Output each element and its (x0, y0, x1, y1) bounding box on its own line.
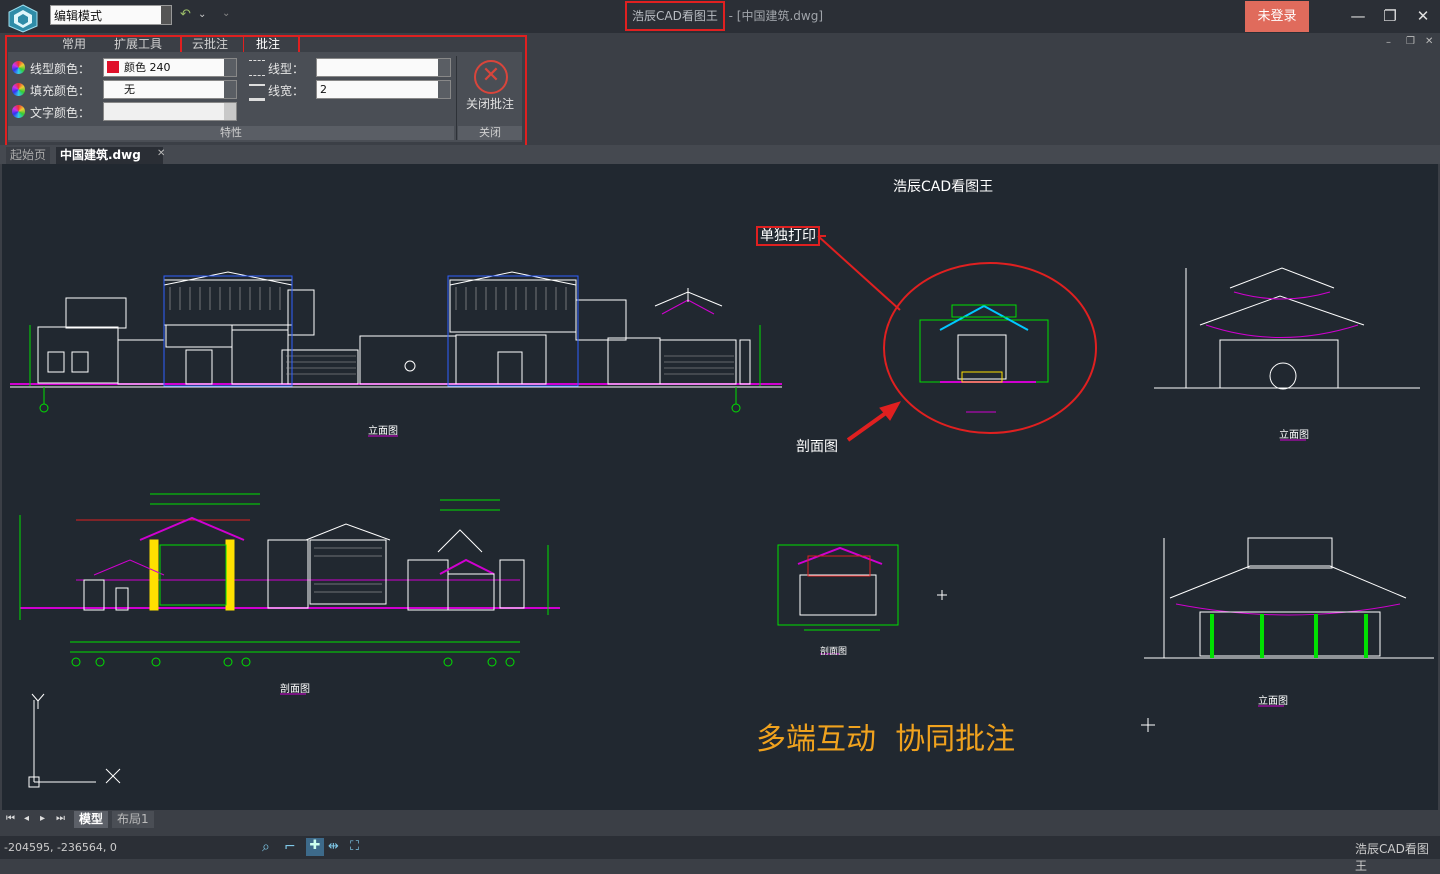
cad-drawing (10, 235, 1434, 788)
title-app-name: 浩辰CAD看图王 (625, 1, 725, 31)
coordinates-readout: -204595, -236564, 0 (4, 841, 117, 854)
window-title: 浩辰CAD看图王 - [中国建筑.dwg] (625, 1, 925, 31)
linewidth-label: 线宽： (268, 84, 305, 98)
close-circle-icon: ✕ (474, 60, 508, 94)
linetype-label: 线型： (268, 62, 305, 76)
tab-cloud-annotation[interactable]: 云批注 (192, 37, 229, 51)
title-document: - [中国建筑.dwg] (724, 9, 824, 23)
linewidth-select[interactable]: 2 (316, 80, 451, 99)
mode-select-value: 编辑模式 (54, 9, 103, 23)
annotation-ribbon-highlight (5, 35, 527, 147)
mode-select[interactable]: 编辑模式 (50, 5, 172, 25)
line-color-value: 颜色 240 (124, 61, 171, 74)
group-properties-label: 特性 (8, 126, 454, 140)
tab-layout1[interactable]: 布局1 (112, 811, 154, 828)
pagoda-elevation-2 (1141, 537, 1434, 732)
chevron-down-icon (438, 59, 450, 76)
color-swatch (107, 61, 119, 73)
line-color-select[interactable]: 颜色 240 (103, 58, 237, 77)
color-wheel-icon (12, 83, 25, 96)
group-divider (456, 56, 457, 140)
linewidth-value: 2 (320, 83, 327, 96)
status-bar: -204595, -236564, 0 ⌕ ⌐ ✚ ⇹ ⛶ 浩辰CAD看图王 (0, 836, 1440, 873)
tab-document-label: 中国建筑.dwg (60, 148, 141, 162)
elevation-drawing-1 (10, 271, 782, 437)
fill-color-label: 填充颜色： (30, 84, 91, 98)
text-color-select[interactable] (103, 102, 237, 121)
ucs-icon (28, 693, 121, 788)
tab-start-page[interactable]: 起始页 (6, 147, 51, 164)
linewidth-icon (249, 84, 265, 101)
slogan-text: 多端互动 协同批注 (756, 722, 1016, 757)
linetype-icon (249, 60, 265, 76)
tab-document[interactable]: 中国建筑.dwg (56, 147, 163, 164)
login-button[interactable]: 未登录 (1245, 1, 1309, 32)
next-layout-icon[interactable]: ▸ (40, 813, 46, 824)
close-annotation-button[interactable]: ✕ 关闭批注 (460, 58, 520, 124)
ortho-icon[interactable]: ⇹ (328, 839, 339, 854)
chevron-down-icon (224, 59, 236, 76)
close-icon[interactable]: ✕ (1416, 7, 1430, 25)
chevron-down-icon (438, 81, 450, 98)
chevron-down-icon[interactable]: ⌄ (198, 9, 207, 20)
undo-icon[interactable]: ↶ (180, 7, 191, 22)
snap-icon[interactable]: ✚ (306, 838, 324, 856)
linetype-select[interactable] (316, 58, 451, 77)
pagoda-elevation-1 (1154, 267, 1420, 441)
prev-layout-icon[interactable]: ◂ (24, 813, 30, 824)
color-wheel-icon (12, 105, 25, 118)
zoom-icon[interactable]: ⌕ (262, 839, 270, 855)
drawing-title: 浩辰CAD看图王 (893, 179, 994, 195)
elevation-label-1: 立面图 (368, 426, 398, 437)
ribbon-close-icon[interactable]: ✕ (1425, 36, 1434, 47)
small-section-label: 剖面图 (820, 647, 848, 657)
app-logo-icon[interactable] (6, 3, 40, 33)
small-section-drawing (777, 544, 947, 655)
redo-icon[interactable]: ⌄ (222, 8, 231, 19)
polyline-icon[interactable]: ⌐ (284, 839, 296, 855)
first-layout-icon[interactable]: ⏮ (6, 813, 15, 824)
elevation-label-3: 立面图 (1258, 696, 1288, 707)
last-layout-icon[interactable]: ⏭ (56, 813, 65, 824)
layout-bar: ⏮ ◂ ▸ ⏭ 模型 布局1 (0, 810, 1440, 830)
section-drawing-1 (19, 493, 560, 695)
title-bar: 编辑模式 ↶ ⌄ ⌄ 浩辰CAD看图王 - [中国建筑.dwg] 未登录 — ❐… (0, 0, 1440, 33)
line-color-label: 线型颜色： (30, 62, 91, 76)
section-annotation: 剖面图 (796, 439, 838, 455)
chevron-down-icon (161, 6, 171, 24)
chevron-down-icon (224, 81, 236, 98)
tab-model[interactable]: 模型 (74, 811, 109, 828)
minimize-icon[interactable]: — (1350, 7, 1366, 25)
tab-close-icon[interactable]: ✕ (157, 148, 166, 159)
circled-section-drawing (817, 235, 1097, 442)
chevron-down-icon (224, 103, 236, 120)
tab-divider (243, 35, 244, 52)
fill-color-select[interactable]: 无 (103, 80, 237, 99)
tab-annotation[interactable]: 批注 (256, 37, 281, 51)
tab-common[interactable]: 常用 (62, 37, 87, 51)
section-label-1: 剖面图 (280, 684, 310, 695)
color-wheel-icon (12, 61, 25, 74)
elevation-label-2: 立面图 (1279, 430, 1309, 441)
restore-icon[interactable]: ❐ (1383, 7, 1397, 25)
tab-extension-tools[interactable]: 扩展工具 (114, 37, 163, 51)
document-tabs: 起始页 中国建筑.dwg ✕ (0, 145, 1440, 164)
ribbon-restore-icon[interactable]: ❐ (1406, 36, 1415, 47)
drawing-canvas[interactable]: 浩辰CAD看图王 单独打印 剖面图 多端互动 协同批注 立面图 剖面图 立面图 … (2, 164, 1438, 810)
ribbon-minimize-icon[interactable]: – (1386, 37, 1391, 48)
group-close-label: 关闭 (458, 126, 522, 140)
status-app-name: 浩辰CAD看图王 (1355, 842, 1429, 873)
single-print-annotation: 单独打印 (756, 226, 820, 246)
close-annotation-label: 关闭批注 (465, 97, 514, 111)
text-color-label: 文字颜色： (30, 106, 91, 120)
fullscreen-icon[interactable]: ⛶ (350, 839, 360, 854)
fill-color-value: 无 (124, 83, 135, 96)
